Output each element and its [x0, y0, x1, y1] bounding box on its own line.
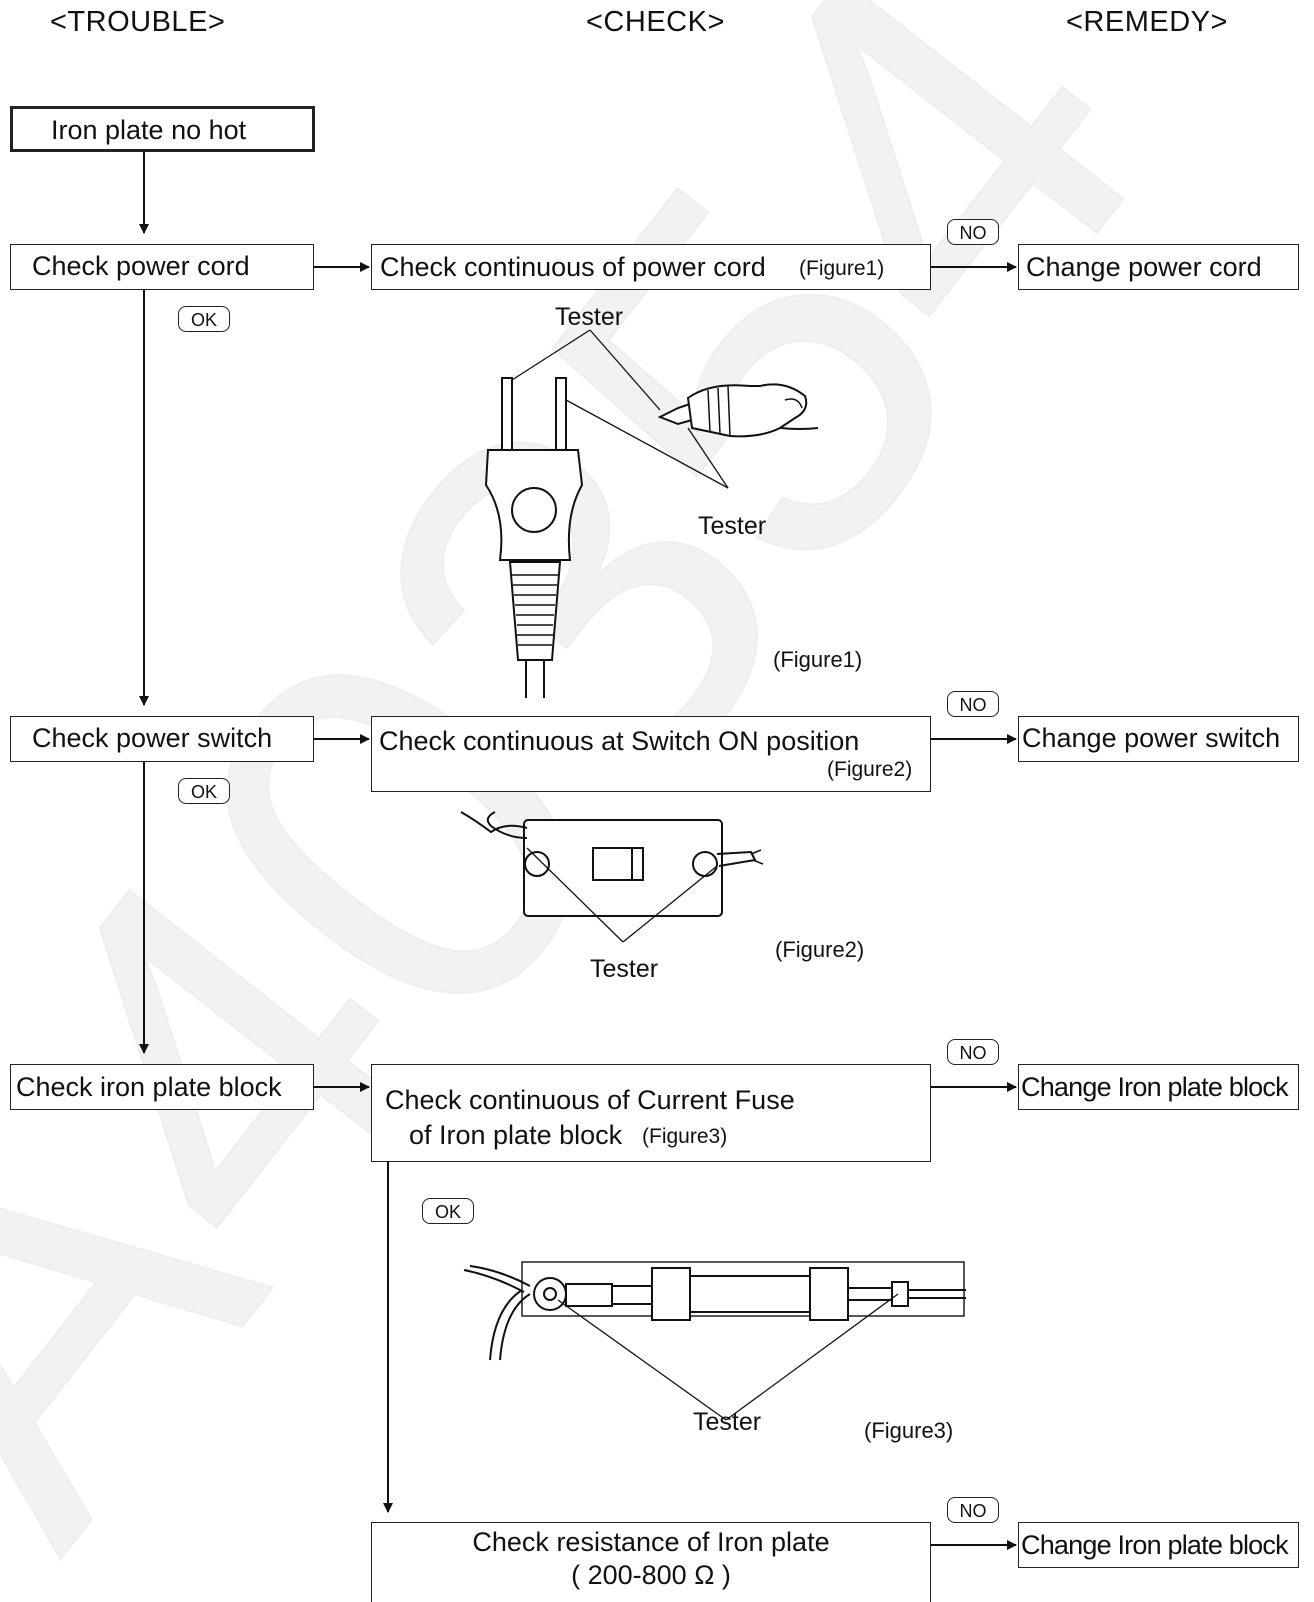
- check-label-line2: of Iron plate block: [409, 1120, 623, 1150]
- trouble-box-power-cord: Check power cord: [10, 244, 314, 290]
- tester-label: Tester: [555, 303, 624, 331]
- remedy-label: Change power switch: [1022, 723, 1281, 753]
- figure3-fuse-illustration: [463, 1261, 966, 1421]
- header-remedy: <REMEDY>: [1066, 6, 1228, 38]
- check-box-current-fuse: Check continuous of Current Fuse of Iron…: [371, 1064, 931, 1162]
- check-label-line1: Check continuous of Current Fuse: [385, 1085, 795, 1115]
- ok-label: OK: [178, 778, 230, 804]
- trouble-box-power-switch: Check power switch: [10, 716, 314, 762]
- figure-ref: (Figure2): [827, 758, 913, 781]
- remedy-label: Change power cord: [1026, 252, 1262, 282]
- remedy-box-power-cord: Change power cord: [1018, 244, 1299, 290]
- remedy-label: Change Iron plate block: [1021, 1530, 1289, 1560]
- check-label-line1: Check resistance of Iron plate: [472, 1527, 830, 1557]
- check-box-resistance: Check resistance of Iron plate ( 200-800…: [371, 1522, 931, 1602]
- check-label-line2: ( 200-800 Ω ): [571, 1560, 731, 1590]
- figure2-caption: (Figure2): [775, 937, 865, 962]
- figure-ref: (Figure1): [799, 257, 885, 280]
- start-box: Iron plate no hot: [10, 106, 315, 152]
- check-label: Check continuous at Switch ON position: [379, 726, 860, 756]
- no-label: NO: [947, 1497, 999, 1523]
- check-box-power-cord: Check continuous of power cord (Figure1): [371, 244, 931, 290]
- no-label: NO: [947, 1039, 999, 1065]
- start-label: Iron plate no hot: [51, 115, 247, 145]
- tester-label: Tester: [693, 1408, 762, 1436]
- remedy-box-iron-plate-block: Change Iron plate block: [1018, 1064, 1299, 1110]
- trouble-box-iron-plate-block: Check iron plate block: [10, 1064, 314, 1110]
- no-label: NO: [947, 219, 999, 245]
- header-check: <CHECK>: [586, 6, 725, 38]
- figure1-plug-illustration: [484, 329, 819, 698]
- trouble-label: Check iron plate block: [16, 1072, 282, 1102]
- figure3-caption: (Figure3): [864, 1418, 954, 1443]
- tester-label: Tester: [698, 512, 767, 540]
- trouble-label: Check power cord: [32, 251, 250, 281]
- figure1-caption: (Figure1): [773, 647, 863, 672]
- figure2-switch-illustration: [460, 811, 764, 943]
- trouble-label: Check power switch: [32, 723, 273, 753]
- header-trouble: <TROUBLE>: [50, 6, 226, 38]
- ok-label: OK: [178, 306, 230, 332]
- ok-label: OK: [422, 1198, 474, 1224]
- tester-label: Tester: [590, 955, 659, 983]
- check-box-power-switch: Check continuous at Switch ON position (…: [371, 716, 931, 792]
- remedy-label: Change Iron plate block: [1021, 1072, 1289, 1102]
- no-label: NO: [947, 691, 999, 717]
- remedy-box-iron-plate-resistance: Change Iron plate block: [1018, 1522, 1299, 1568]
- figure-ref: (Figure3): [642, 1125, 728, 1148]
- check-label: Check continuous of power cord: [380, 252, 766, 282]
- remedy-box-power-switch: Change power switch: [1018, 716, 1299, 762]
